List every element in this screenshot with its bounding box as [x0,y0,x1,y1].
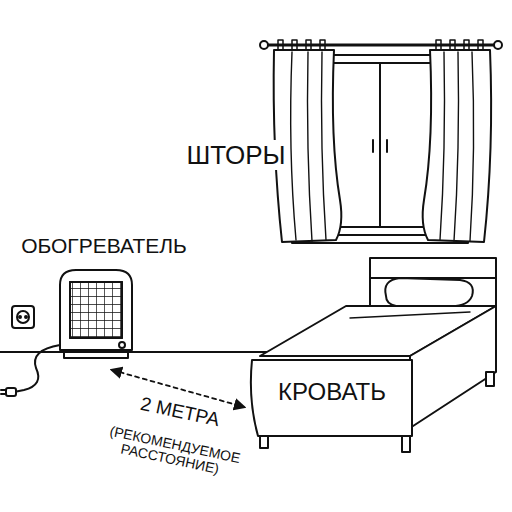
part-label: (РЕКОМЕНДУЕМОЕ РАССТОЯНИЕ) [88,420,256,483]
part-label: ОБОГРЕВАТЕЛЬ [4,235,204,257]
heater [60,270,132,358]
part-label: ШТОРЫ [176,142,296,169]
power-cord [1,306,60,396]
bed [251,258,496,452]
curtain-rod [260,40,502,50]
curtains [274,50,491,242]
part-label: КРОВАТЬ [257,379,407,404]
